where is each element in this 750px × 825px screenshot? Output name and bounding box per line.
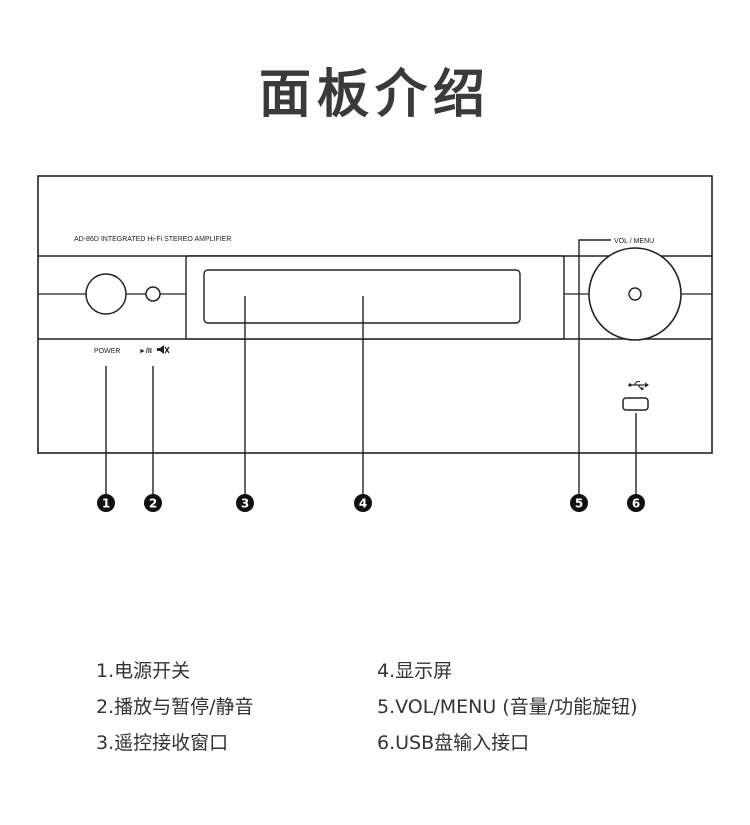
svg-text:4: 4: [359, 497, 367, 511]
page-title: 面板介绍: [258, 65, 491, 125]
marker-3: 3: [236, 494, 254, 512]
legend-item-vol-menu: 5.VOL/MENU (音量/功能旋钮): [377, 696, 638, 718]
svg-text:1: 1: [102, 497, 110, 511]
marker-4: 4: [354, 494, 372, 512]
play-pause-button: [145, 286, 161, 302]
vol-menu-leader: [578, 239, 611, 496]
legend-item-power-switch: 1.电源开关: [96, 660, 191, 682]
legend-item-play-pause-mute: 2.播放与暂停/静音: [96, 696, 254, 718]
mute-speaker-icon: [157, 345, 170, 354]
usb-icon: [628, 381, 649, 390]
legend-item-ir-window: 3.遥控接收窗口: [96, 732, 229, 754]
marker-5: 5: [570, 494, 588, 512]
volume-knob-center: [628, 287, 642, 301]
vol-menu-label: VOL / MENU: [614, 238, 654, 245]
svg-text:3: 3: [241, 497, 249, 511]
panel-outline: [37, 175, 713, 454]
play-label: ►/II: [139, 348, 152, 355]
svg-text:6: 6: [632, 497, 640, 511]
display-screen: [203, 269, 521, 324]
svg-text:2: 2: [149, 497, 157, 511]
power-label: POWER: [94, 348, 120, 355]
legend-item-usb: 6.USB盘输入接口: [377, 732, 530, 754]
model-text: AD-86D INTEGRATED Hi-Fi STEREO AMPLIFIER: [74, 236, 231, 243]
volume-knob: [588, 247, 682, 341]
marker-2: 2: [144, 494, 162, 512]
power-button: [85, 273, 127, 315]
marker-6: 6: [627, 494, 645, 512]
marker-1: 1: [97, 494, 115, 512]
legend-item-display: 4.显示屏: [377, 660, 453, 682]
usb-port: [622, 397, 649, 411]
svg-text:5: 5: [575, 497, 583, 511]
